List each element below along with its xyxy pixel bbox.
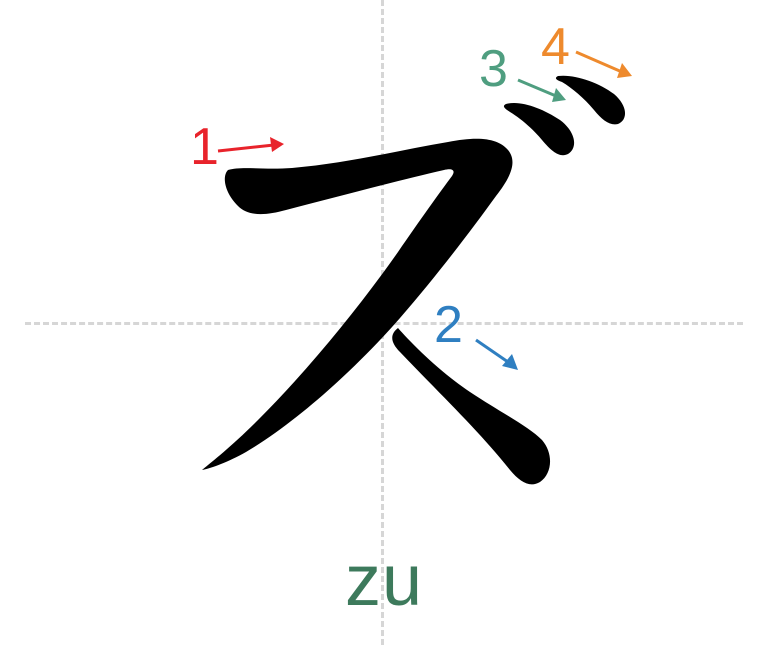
stroke-3-number: 3 <box>479 40 508 98</box>
stroke-3-arrow <box>517 78 566 102</box>
stroke-3-shape <box>503 102 575 156</box>
stroke-2-shape <box>392 328 551 485</box>
stroke-4-number: 4 <box>541 18 570 76</box>
stroke-1-arrow <box>217 137 284 153</box>
stroke-1-number: 1 <box>190 118 219 176</box>
romaji-label: zu <box>344 541 424 621</box>
stroke-4-arrow <box>575 50 632 78</box>
stroke-1-shape <box>202 138 513 470</box>
stroke-4-shape <box>555 75 626 125</box>
stroke-2-arrow <box>475 338 518 370</box>
stroke-2-number: 2 <box>434 296 463 354</box>
